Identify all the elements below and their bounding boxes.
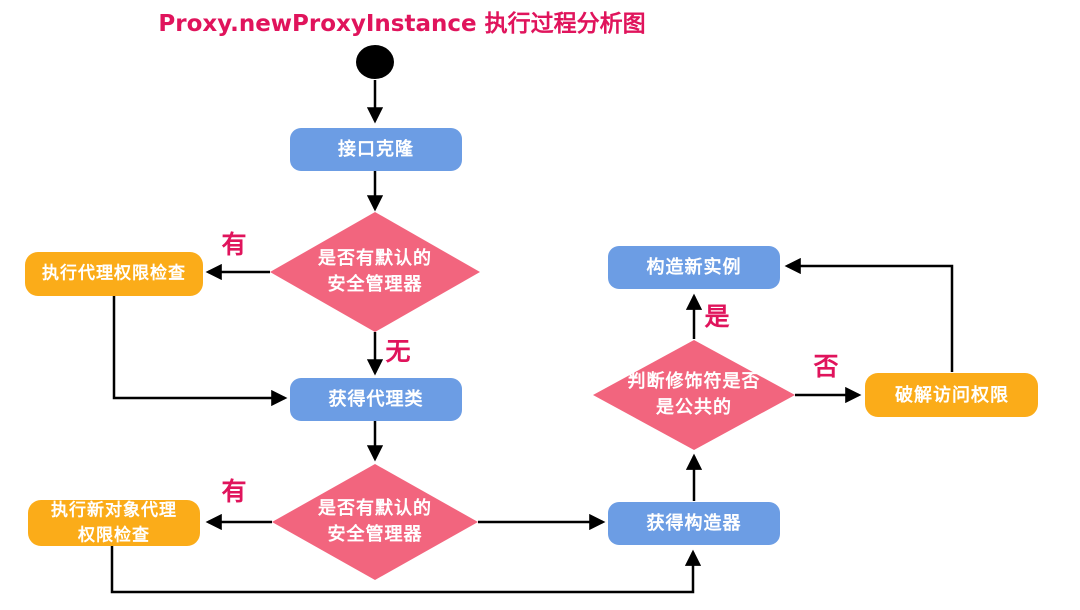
process-get-proxy-class-label: 获得代理类 — [328, 388, 424, 410]
edge-crack-access-to-construct-new-instance — [784, 257, 954, 372]
start-node — [356, 45, 394, 79]
action-exec-new-obj-proxy-perm-check-label: 执行新对象代理 权限检查 — [51, 500, 177, 545]
action-exec-new-obj-proxy-perm-check — [28, 500, 200, 546]
page-title: Proxy.newProxyInstance 执行过程分析图 — [158, 11, 646, 37]
decision-modifier-public-label: 判断修饰符是否 是公共的 — [627, 370, 761, 418]
process-get-constructor — [608, 502, 780, 545]
edge-label-yes: 是 — [704, 301, 730, 331]
decision-default-sec-mgr-2-label: 是否有默认的 安全管理器 — [318, 497, 432, 545]
action-crack-access-permission-label: 破解访问权限 — [895, 384, 1009, 406]
process-interface-clone-label: 接口克隆 — [338, 138, 414, 160]
process-construct-new-instance — [608, 246, 780, 289]
edge-label-none-1: 无 — [385, 336, 411, 366]
edge-exec-proxy-perm-check-to-get-proxy-class — [112, 296, 288, 407]
action-exec-proxy-perm-check-label: 执行代理权限检查 — [42, 263, 186, 284]
edge-label-has-2: 有 — [221, 476, 247, 506]
edge-exec-new-obj-check-to-get-constructor — [110, 546, 702, 594]
decision-default-sec-mgr-2 — [272, 464, 478, 580]
action-exec-proxy-perm-check — [25, 252, 203, 296]
process-get-constructor-label: 获得构造器 — [646, 512, 742, 534]
process-get-proxy-class — [290, 378, 462, 421]
process-interface-clone — [290, 128, 462, 171]
decision-modifier-public — [593, 340, 795, 450]
edge-label-no: 否 — [813, 351, 839, 381]
action-crack-access-permission — [865, 373, 1038, 417]
process-construct-new-instance-label: 构造新实例 — [646, 256, 742, 278]
decision-default-sec-mgr-1 — [270, 212, 480, 332]
edge-label-has-1: 有 — [221, 229, 247, 259]
decision-default-sec-mgr-1-label: 是否有默认的 安全管理器 — [318, 247, 432, 295]
